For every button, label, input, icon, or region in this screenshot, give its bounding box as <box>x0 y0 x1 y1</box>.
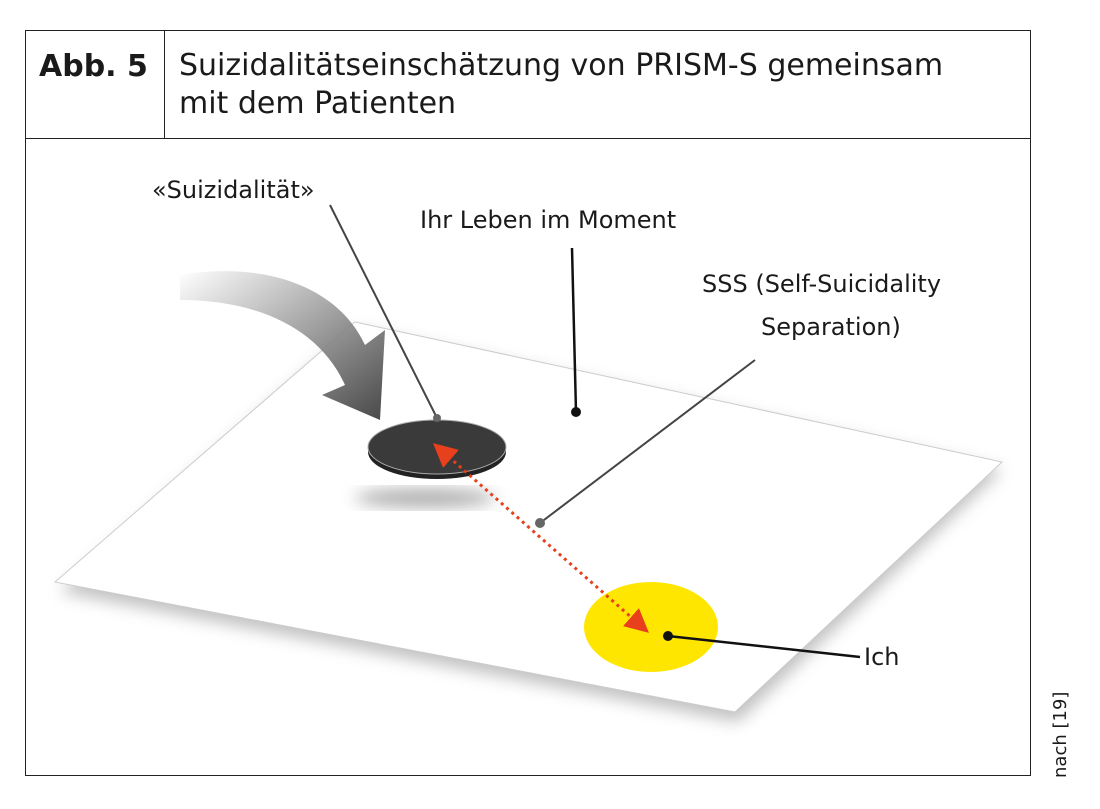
suicidality-disc-shadow <box>355 489 495 507</box>
suicidality-leader-dot <box>433 414 441 422</box>
title-line-2: mit dem Patienten <box>179 86 457 121</box>
suicidality-disc <box>367 419 507 475</box>
title-line-1: Suizidalitätseinschätzung von PRISM-S ge… <box>179 48 944 83</box>
figure-header: Abb. 5 Suizidalitätseinschätzung von PRI… <box>26 31 1030 139</box>
life-leader <box>570 247 578 413</box>
curved-arrow-icon <box>180 271 385 420</box>
sheet <box>53 321 1004 713</box>
self-leader <box>667 634 861 659</box>
label-self: Ich <box>864 643 900 671</box>
separation-arrow <box>432 443 650 633</box>
label-sss-line2: Separation) <box>761 313 901 341</box>
suicidality-leader <box>329 204 438 419</box>
self-disc <box>584 582 718 672</box>
sss-leader <box>539 359 756 524</box>
life-leader-dot <box>571 407 581 417</box>
sss-leader-dot <box>535 518 545 528</box>
label-sss-line1: SSS (Self-Suicidality <box>702 270 942 298</box>
figure-frame: Abb. 5 Suizidalitätseinschätzung von PRI… <box>25 30 1031 776</box>
label-life: Ihr Leben im Moment <box>420 206 677 234</box>
label-suicidality: «Suizidalität» <box>152 176 315 204</box>
figure-title: Suizidalitätseinschätzung von PRISM-S ge… <box>179 47 1019 123</box>
figure-number: Abb. 5 <box>26 31 165 138</box>
source-note: nach [19] <box>1050 691 1071 778</box>
self-leader-dot <box>663 631 673 641</box>
